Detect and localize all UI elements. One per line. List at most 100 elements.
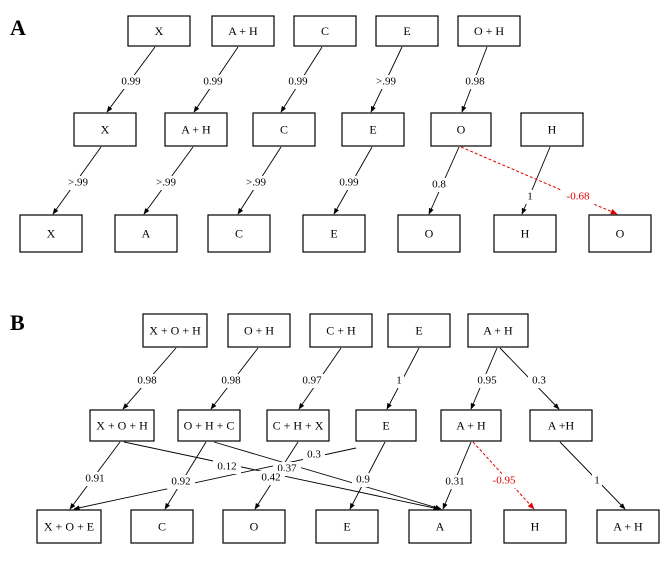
- node-a_b7: O: [588, 214, 652, 253]
- node-box: [309, 313, 373, 348]
- edge-label-bg: [213, 460, 241, 474]
- node-label: O: [425, 226, 434, 240]
- edge-label-b_m4-to-b_b4: 0.9: [356, 474, 370, 486]
- node-label: H: [521, 226, 530, 240]
- edge-label-bg: [428, 178, 450, 192]
- edge-label-bg: [257, 471, 285, 485]
- node-box: [266, 409, 330, 442]
- edge-label-b_m1-to-b_b1: 0.91: [85, 473, 104, 485]
- node-box: [341, 112, 405, 147]
- edge-label-b_m5-to-b_b5: 0.31: [445, 476, 464, 488]
- node-a_m1: X: [73, 112, 137, 147]
- node-box: [503, 509, 567, 544]
- node-label: E: [382, 418, 389, 432]
- edge-label-bg: [284, 75, 312, 89]
- edge-label-bg: [117, 75, 145, 89]
- node-label: A: [436, 519, 445, 533]
- node-b_m3: C + H + X: [266, 409, 330, 442]
- node-label: X: [101, 122, 110, 136]
- node-b_m5: A + H: [440, 409, 502, 442]
- node-box: [252, 112, 316, 147]
- node-b_m6: A +H: [529, 409, 593, 442]
- node-a_m4: E: [341, 112, 405, 147]
- node-label: A + H: [456, 418, 486, 432]
- edge-label-b_t5-to-b_m5: 0.95: [477, 375, 497, 387]
- node-b_m1: X + O + H: [89, 409, 155, 442]
- edge-label-b_m3-to-b_b3: 0.42: [261, 472, 280, 484]
- edge-label-b_m2-to-b_b2: 0.92: [171, 476, 190, 488]
- node-box: [529, 409, 593, 442]
- node-label: C: [235, 226, 243, 240]
- edge-label-a_m5-to-a_b5: 0.8: [432, 179, 446, 191]
- edge-label-bg: [298, 374, 326, 388]
- node-a_t4: E: [375, 15, 439, 47]
- node-label: X + O + E: [44, 519, 94, 533]
- node-box: [596, 509, 660, 544]
- edge-label-bg: [133, 374, 161, 388]
- node-label: O: [457, 122, 466, 136]
- node-label: O: [616, 226, 625, 240]
- edge-label-bg: [199, 75, 227, 89]
- node-a_t3: C: [293, 15, 357, 47]
- node-box: [36, 509, 102, 544]
- node-box: [355, 409, 417, 442]
- edge-label-bg: [592, 474, 602, 488]
- node-box: [315, 509, 379, 544]
- edge-label-b_m5-to-b_b6: -0.95: [493, 475, 516, 487]
- edge-label-a_m4-to-a_b4: 0.99: [339, 177, 359, 189]
- edge-label-bg: [487, 474, 521, 488]
- edge-label-a_t5-to-a_m5: 0.98: [465, 76, 485, 88]
- edge-label-bg: [372, 75, 400, 89]
- node-a_b1: X: [19, 214, 83, 253]
- node-a_t1: X: [127, 15, 191, 47]
- node-a_b4: E: [302, 214, 366, 253]
- node-box: [397, 214, 461, 253]
- node-label: E: [330, 226, 337, 240]
- node-b_b4: E: [315, 509, 379, 544]
- node-b_m2: O + H + C: [177, 409, 241, 442]
- node-label: A + H: [181, 122, 211, 136]
- node-box: [387, 313, 451, 348]
- node-label: C: [158, 519, 166, 533]
- node-box: [467, 313, 529, 348]
- edge-label-a_t2-to-a_m2: 0.99: [203, 76, 223, 88]
- node-box: [375, 15, 439, 47]
- node-label: A + H: [228, 24, 258, 38]
- node-box: [19, 214, 83, 253]
- node-b_b3: O: [222, 509, 286, 544]
- edge-label-b_m4-to-b_b1: 0.3: [307, 449, 321, 461]
- node-b_t4: E: [387, 313, 451, 348]
- node-box: [302, 214, 366, 253]
- node-a_m6: H: [520, 112, 584, 147]
- node-box: [440, 409, 502, 442]
- node-label: C + H + X: [273, 418, 324, 432]
- node-a_b5: O: [397, 214, 461, 253]
- node-label: C + H: [326, 323, 356, 337]
- edge-label-bg: [461, 75, 489, 89]
- node-label: E: [403, 24, 410, 38]
- node-box: [177, 409, 241, 442]
- edge-label-bg: [528, 374, 550, 388]
- node-label: C: [321, 24, 329, 38]
- edge-label-a_t4-to-a_m4: >.99: [376, 76, 396, 88]
- node-box: [457, 15, 521, 47]
- edge-b_m2-to-b_b5: [213, 441, 442, 510]
- node-label: O: [250, 519, 259, 533]
- node-b_t3: C + H: [309, 313, 373, 348]
- node-a_b2: A: [114, 214, 178, 253]
- node-box: [73, 112, 137, 147]
- edge-label-bg: [473, 374, 501, 388]
- edge-label-a_m6-to-a_b6: 1: [527, 191, 533, 203]
- node-box: [114, 214, 178, 253]
- node-b_b7: A + H: [596, 509, 660, 544]
- node-box: [293, 15, 357, 47]
- node-label: A + H: [483, 323, 513, 337]
- edge-label-bg: [242, 176, 270, 190]
- node-a_m2: A + H: [164, 112, 228, 147]
- node-box: [164, 112, 228, 147]
- node-b_b5: A: [408, 509, 472, 544]
- edge-label-b_t3-to-b_m3: 0.97: [302, 375, 322, 387]
- edge-label-a_m1-to-a_b1: >.99: [68, 177, 88, 189]
- node-a_t2: A + H: [211, 15, 275, 47]
